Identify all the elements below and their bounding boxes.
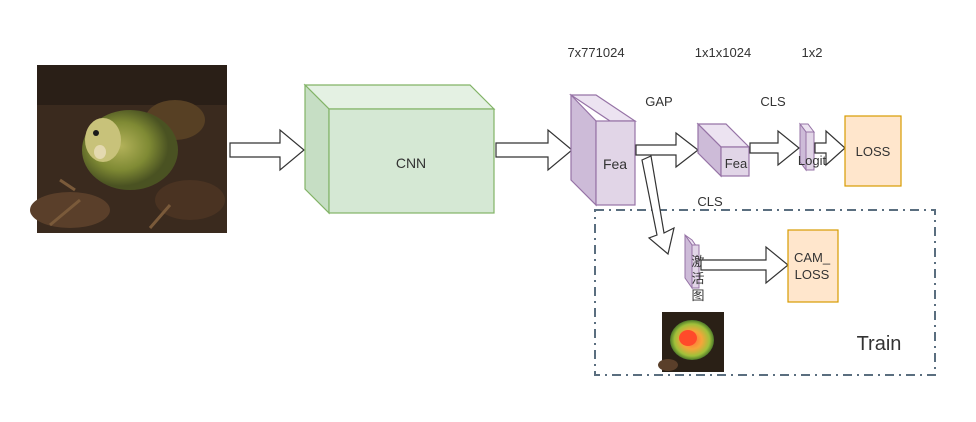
train-frame	[594, 209, 936, 376]
bird-face	[85, 118, 121, 162]
activation-char-3: 图	[691, 288, 704, 303]
arrow-logit-to-loss	[814, 129, 846, 167]
logit-dims: 1x2	[802, 45, 823, 60]
activation-char-2: 活	[691, 271, 704, 286]
input-image	[30, 65, 227, 233]
logit-label: Logit	[798, 153, 827, 168]
arrow-cls-to-logit	[749, 129, 800, 167]
cam-loss-label-2: LOSS	[795, 267, 830, 282]
cls-branch-label: CLS	[697, 194, 723, 209]
fea-pooled-label: Fea	[725, 156, 748, 171]
cls-top-label: CLS	[760, 94, 786, 109]
cnn-label: CNN	[396, 155, 426, 171]
feature-map-main: Fea	[569, 93, 637, 207]
fea-main-dims: 7x771024	[567, 45, 624, 60]
arrow-image-to-cnn	[229, 128, 305, 172]
arrow-cnn-to-fea	[495, 128, 573, 172]
cam-output-image	[658, 312, 724, 372]
fea-pooled-dims: 1x1x1024	[695, 45, 751, 60]
cam-loss-label-1: CAM_	[794, 250, 831, 265]
cnn-block: CNN	[303, 83, 496, 215]
arrow-fea-to-activation	[641, 155, 675, 256]
logit-block: Logit	[798, 122, 827, 172]
arrow-gap	[635, 131, 699, 169]
fea-main-label: Fea	[603, 156, 627, 172]
cam-loss-box	[787, 229, 839, 303]
gap-label: GAP	[645, 94, 672, 109]
loss-box	[844, 115, 902, 187]
arrow-activation-to-camloss	[700, 245, 789, 285]
train-label: Train	[857, 333, 902, 355]
feature-pooled: Fea	[696, 122, 751, 178]
loss-label: LOSS	[856, 144, 891, 159]
